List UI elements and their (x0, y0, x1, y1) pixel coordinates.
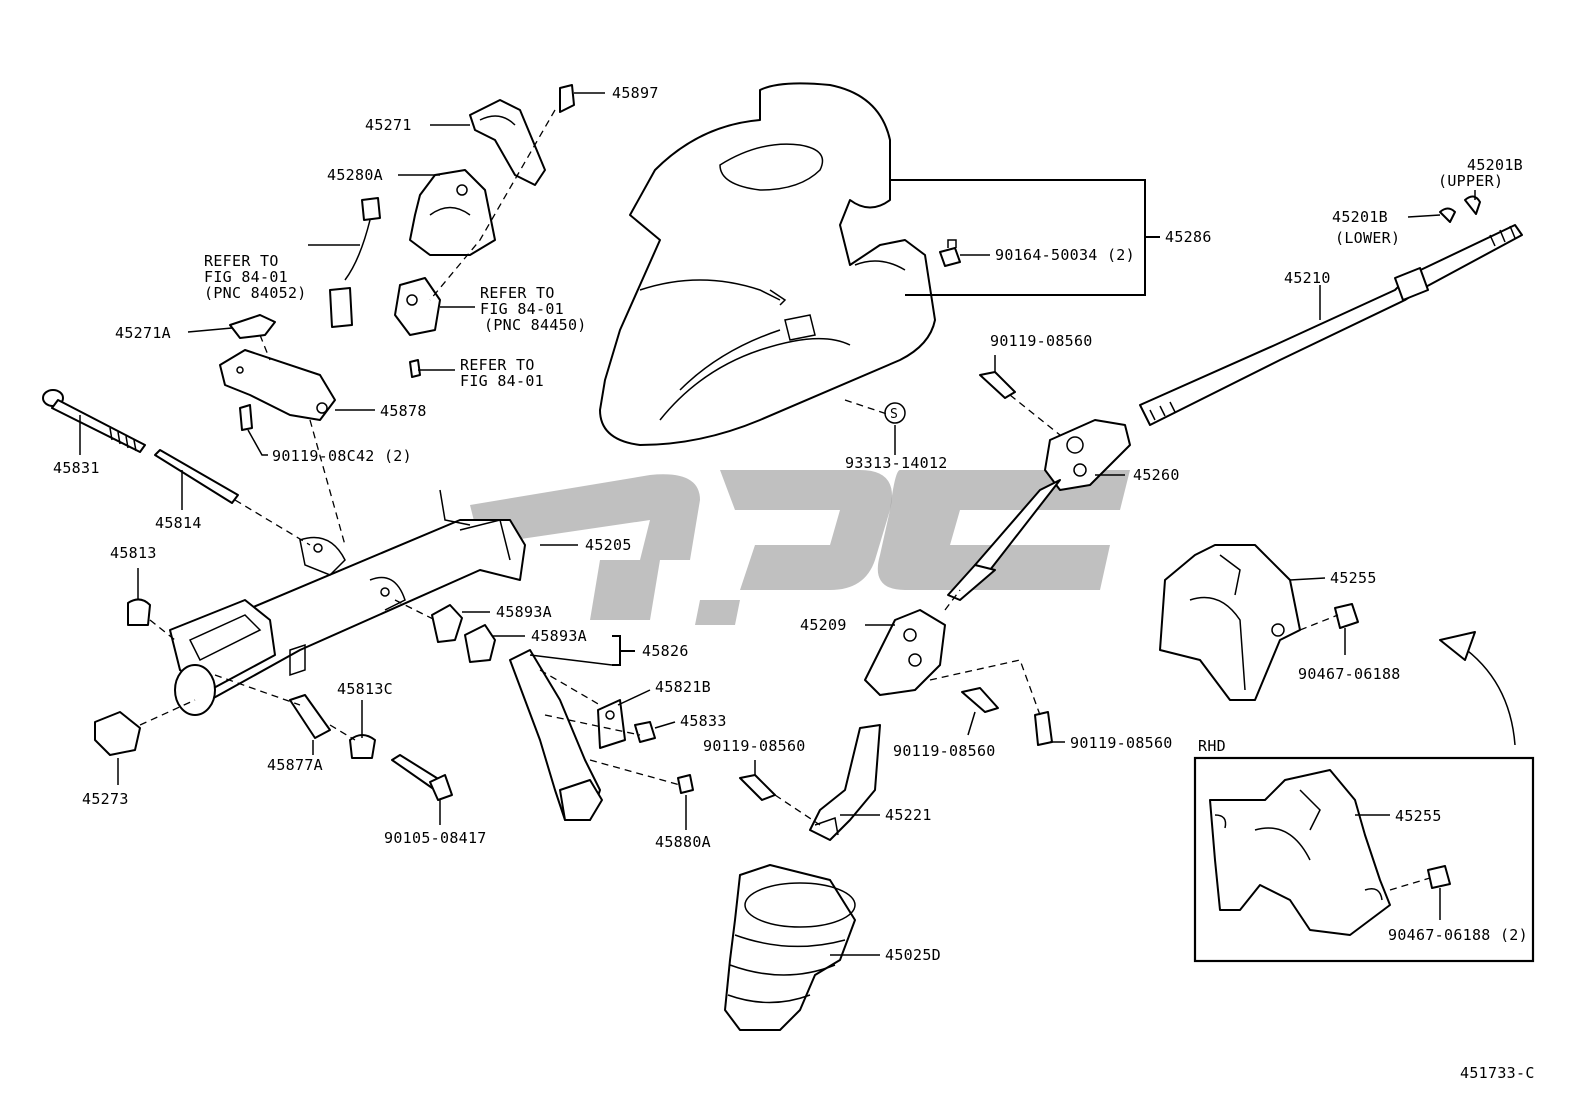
plate-45821B (597, 699, 626, 749)
lock-body-45280A (409, 169, 496, 256)
cover-45255 (1159, 544, 1301, 701)
universal-joint-45209 (864, 609, 946, 696)
label-refer2-line2: FIG 84-01 (480, 300, 564, 318)
label-refer1-line2: FIG 84-01 (204, 268, 288, 286)
screw-90164-50034 (939, 239, 961, 267)
cover-45255-rhd (1209, 769, 1391, 936)
label-45878: 45878 (380, 402, 427, 420)
steering-column-45205 (169, 489, 526, 716)
label-refer1-line3: (PNC 84052) (204, 284, 307, 302)
label-s-mark: S (890, 407, 898, 422)
label-refer3-line1: REFER TO (460, 356, 535, 374)
tilt-lever-45826 (509, 649, 603, 821)
label-45205: 45205 (585, 536, 632, 554)
label-upper-paren: (UPPER) (1438, 172, 1503, 190)
label-90164-50034: 90164-50034 (2) (995, 246, 1135, 264)
label-90467-06188-2: 90467-06188 (2) (1388, 926, 1528, 944)
label-45221: 45221 (885, 806, 932, 824)
label-45255-1: 45255 (1330, 569, 1377, 587)
grommet-45813 (127, 598, 151, 626)
bolt-90119-08C42 (239, 404, 253, 431)
intermediate-shaft-45260 (947, 419, 1131, 601)
label-45893A-2: 45893A (531, 627, 587, 645)
label-45286: 45286 (1165, 228, 1212, 246)
screw-45897 (559, 84, 575, 113)
lower-shaft-45221 (809, 724, 881, 841)
label-45826: 45826 (642, 642, 689, 660)
bolt-90119-08560-right (1034, 711, 1053, 746)
sleeve-45814 (154, 449, 239, 504)
label-refer3-line2: FIG 84-01 (460, 372, 544, 390)
label-45271A: 45271A (115, 324, 171, 342)
bolt-90119-08560-lower (739, 774, 776, 801)
label-45025D: 45025D (885, 946, 941, 964)
label-lower: (LOWER) (1335, 229, 1400, 247)
label-45273: 45273 (82, 790, 129, 808)
main-shaft-45210 (1139, 224, 1523, 426)
switch-connector-left (329, 197, 381, 328)
assembly-lines (139, 109, 1431, 891)
grommet-45813C (349, 734, 376, 759)
label-rhd: RHD (1198, 737, 1226, 755)
long-bolt-45831 (42, 389, 146, 453)
label-45271: 45271 (365, 116, 412, 134)
leader-lines (79, 92, 1476, 956)
boot-45025D (724, 864, 856, 1031)
label-90119-08560-c: 90119-08560 (893, 742, 996, 760)
rhd-box (1193, 756, 1535, 963)
snap-ring-45201B (1439, 195, 1481, 223)
label-refer1-line1: REFER TO (204, 252, 279, 270)
bolt-90105-08417 (391, 754, 453, 801)
watermark-logo (470, 470, 1130, 625)
label-45821B: 45821B (655, 678, 711, 696)
clip-90467-06188 (1334, 603, 1359, 629)
label-90105-08417: 90105-08417 (384, 829, 487, 847)
label-45260: 45260 (1133, 466, 1180, 484)
label-45831: 45831 (53, 459, 100, 477)
label-45833: 45833 (680, 712, 727, 730)
clamp-45271A (229, 314, 276, 339)
label-90119-08C42: 90119-08C42 (2) (272, 447, 412, 465)
label-45814: 45814 (155, 514, 202, 532)
label-45897: 45897 (612, 84, 659, 102)
label-45813C: 45813C (337, 680, 393, 698)
label-45210: 45210 (1284, 269, 1331, 287)
label-45201B-lower: 45201B (1332, 208, 1388, 226)
label-45877A: 45877A (267, 756, 323, 774)
label-45209: 45209 (800, 616, 847, 634)
label-refer2-line3: (PNC 84450) (484, 316, 587, 334)
bolt-45880A (677, 774, 694, 794)
part-labels: 45897 45271 45280A REFER TO FIG 84-01 (P… (53, 84, 1535, 1082)
label-90467-06188: 90467-06188 (1298, 665, 1401, 683)
label-90119-08560-d: 90119-08560 (1070, 734, 1173, 752)
label-45201B-upper: 45201B (1467, 156, 1523, 174)
label-figure-id: 451733-C (1460, 1064, 1535, 1082)
direction-arrow (1439, 631, 1516, 746)
label-90119-08560-b: 90119-08560 (990, 332, 1093, 350)
label-93313-14012: 93313-14012 (845, 454, 948, 472)
bolt-90119-08560-upper (979, 371, 1016, 399)
column-cover-45286 (599, 82, 936, 446)
nut-45833 (634, 721, 656, 743)
label-90119-08560-a: 90119-08560 (703, 737, 806, 755)
bolt-90119-08560-mid (961, 687, 999, 713)
label-45255-2: 45255 (1395, 807, 1442, 825)
label-45280A: 45280A (327, 166, 383, 184)
clip-90467-06188-rhd (1427, 865, 1451, 889)
bracket-45271 (469, 99, 546, 186)
pin-45877A (289, 694, 331, 739)
label-refer2-line1: REFER TO (480, 284, 555, 302)
damper-45893A (431, 604, 496, 663)
s-mark-circle (884, 402, 906, 424)
label-45893A-1: 45893A (496, 603, 552, 621)
label-45880A: 45880A (655, 833, 711, 851)
bushing-45273 (94, 711, 141, 756)
bracket-45878 (219, 349, 336, 421)
label-45813: 45813 (110, 544, 157, 562)
switch-assembly-center (394, 277, 441, 378)
